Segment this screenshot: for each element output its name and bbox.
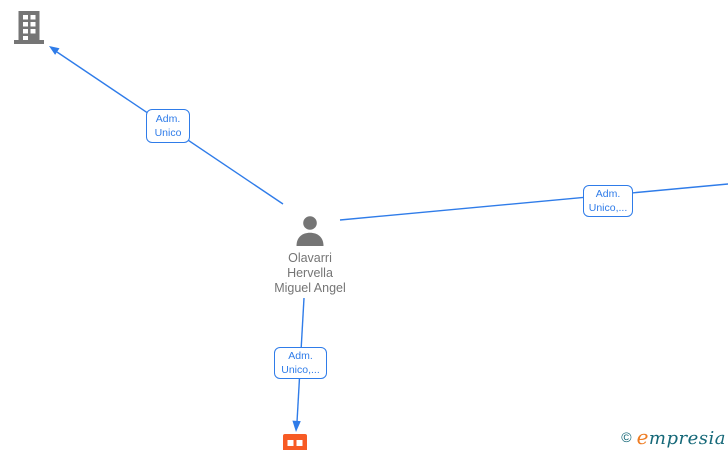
edge-label-adm-unico-bottom[interactable]: Adm. Unico,... [274, 347, 327, 379]
company-building-icon [283, 434, 307, 450]
copyright-symbol: © [621, 429, 632, 445]
edge-label-line: Adm. [288, 350, 313, 362]
edge-label-line: Adm. [595, 188, 621, 200]
person-icon [296, 216, 324, 246]
edge-label-adm-unico-top[interactable]: Adm. Unico [146, 109, 190, 143]
company-node-top[interactable] [14, 11, 44, 44]
edge-label-adm-unico-right[interactable]: Adm. Unico,... [583, 185, 633, 217]
person-name-line: Miguel Angel [274, 281, 346, 295]
empresia-logo-rest: mpresia [648, 428, 726, 449]
person-name-line: Hervella [287, 266, 333, 280]
arrowhead-top-company [49, 46, 60, 55]
building-icon [14, 11, 44, 44]
empresia-watermark: © empresia [621, 425, 726, 449]
edge-label-line: Unico,... [281, 364, 320, 376]
person-name-line: Olavarri [288, 251, 332, 265]
edge-label-line: Unico [154, 127, 182, 139]
person-node[interactable]: Olavarri Hervella Miguel Angel [249, 216, 371, 296]
company-node-bottom[interactable] [283, 434, 307, 450]
empresia-logo-text: empresia [637, 425, 726, 449]
empresia-logo-initial: e [636, 425, 649, 449]
person-name: Olavarri Hervella Miguel Angel [274, 251, 346, 296]
edge-label-line: Unico,... [588, 202, 628, 214]
edge-person-to-right [339, 183, 728, 221]
edge-label-line: Adm. [155, 113, 181, 125]
arrowhead-bottom-company [292, 420, 301, 432]
